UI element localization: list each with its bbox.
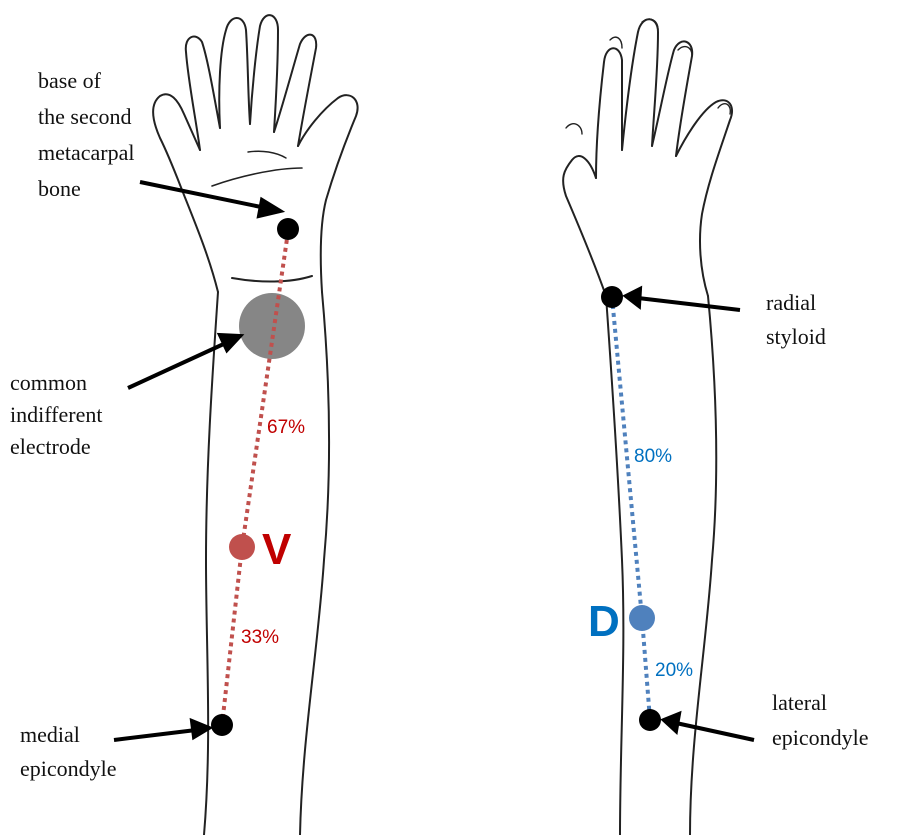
arrow-head-lateral bbox=[664, 714, 679, 731]
ventral-percent-upper: 67% bbox=[267, 417, 305, 438]
arrow-head-indifferent bbox=[220, 335, 240, 350]
arrow-metacarpal bbox=[140, 182, 266, 208]
label-lateral-line-1: lateral bbox=[772, 690, 827, 715]
arrow-head-metacarpal bbox=[259, 200, 280, 216]
label-indifferent-line-3: electrode bbox=[10, 434, 91, 459]
label-medial-line-1: medial bbox=[20, 722, 80, 747]
label-metacarpal: base of the second metacarpal bone bbox=[38, 68, 135, 201]
ventral-site-letter: V bbox=[262, 525, 292, 574]
label-radial-line-1: radial bbox=[766, 290, 816, 315]
arrow-radial bbox=[638, 298, 740, 310]
arrow-head-radial bbox=[626, 289, 640, 306]
label-metacarpal-line-1: base of bbox=[38, 68, 102, 93]
lateral-epicondyle-dot bbox=[639, 709, 661, 731]
left-arm-markers: 67% 33% V bbox=[211, 218, 305, 736]
right-arm-markers: 80% 20% D bbox=[588, 286, 693, 731]
medial-epicondyle-dot bbox=[211, 714, 233, 736]
arrow-medial bbox=[114, 730, 196, 740]
label-lateral: lateral epicondyle bbox=[772, 690, 869, 750]
ventral-percent-lower: 33% bbox=[241, 627, 279, 648]
dorsal-percent-lower: 20% bbox=[655, 660, 693, 681]
label-indifferent-line-1: common bbox=[10, 370, 87, 395]
label-lateral-line-2: epicondyle bbox=[772, 725, 869, 750]
label-metacarpal-line-3: metacarpal bbox=[38, 140, 135, 165]
metacarpal-landmark-dot bbox=[277, 218, 299, 240]
radial-styloid-dot bbox=[601, 286, 623, 308]
label-indifferent: common indifferent electrode bbox=[10, 370, 102, 459]
ventral-site-dot bbox=[229, 534, 255, 560]
label-radial: radial styloid bbox=[766, 290, 826, 349]
arrow-head-medial bbox=[192, 721, 209, 737]
dorsal-site-letter: D bbox=[588, 597, 620, 646]
ventral-line-lower bbox=[222, 547, 242, 725]
dorsal-line-lower bbox=[642, 618, 650, 720]
label-metacarpal-line-2: the second bbox=[38, 104, 131, 129]
left-arm-outline bbox=[153, 15, 357, 835]
indifferent-electrode bbox=[239, 293, 305, 359]
ventral-line-upper bbox=[242, 232, 288, 547]
label-medial: medial epicondyle bbox=[20, 722, 117, 781]
label-medial-line-2: epicondyle bbox=[20, 756, 117, 781]
label-indifferent-line-2: indifferent bbox=[10, 402, 102, 427]
dorsal-percent-upper: 80% bbox=[634, 446, 672, 467]
label-metacarpal-line-4: bone bbox=[38, 176, 81, 201]
arrow-lateral bbox=[676, 723, 754, 740]
dorsal-site-dot bbox=[629, 605, 655, 631]
label-radial-line-2: styloid bbox=[766, 324, 826, 349]
